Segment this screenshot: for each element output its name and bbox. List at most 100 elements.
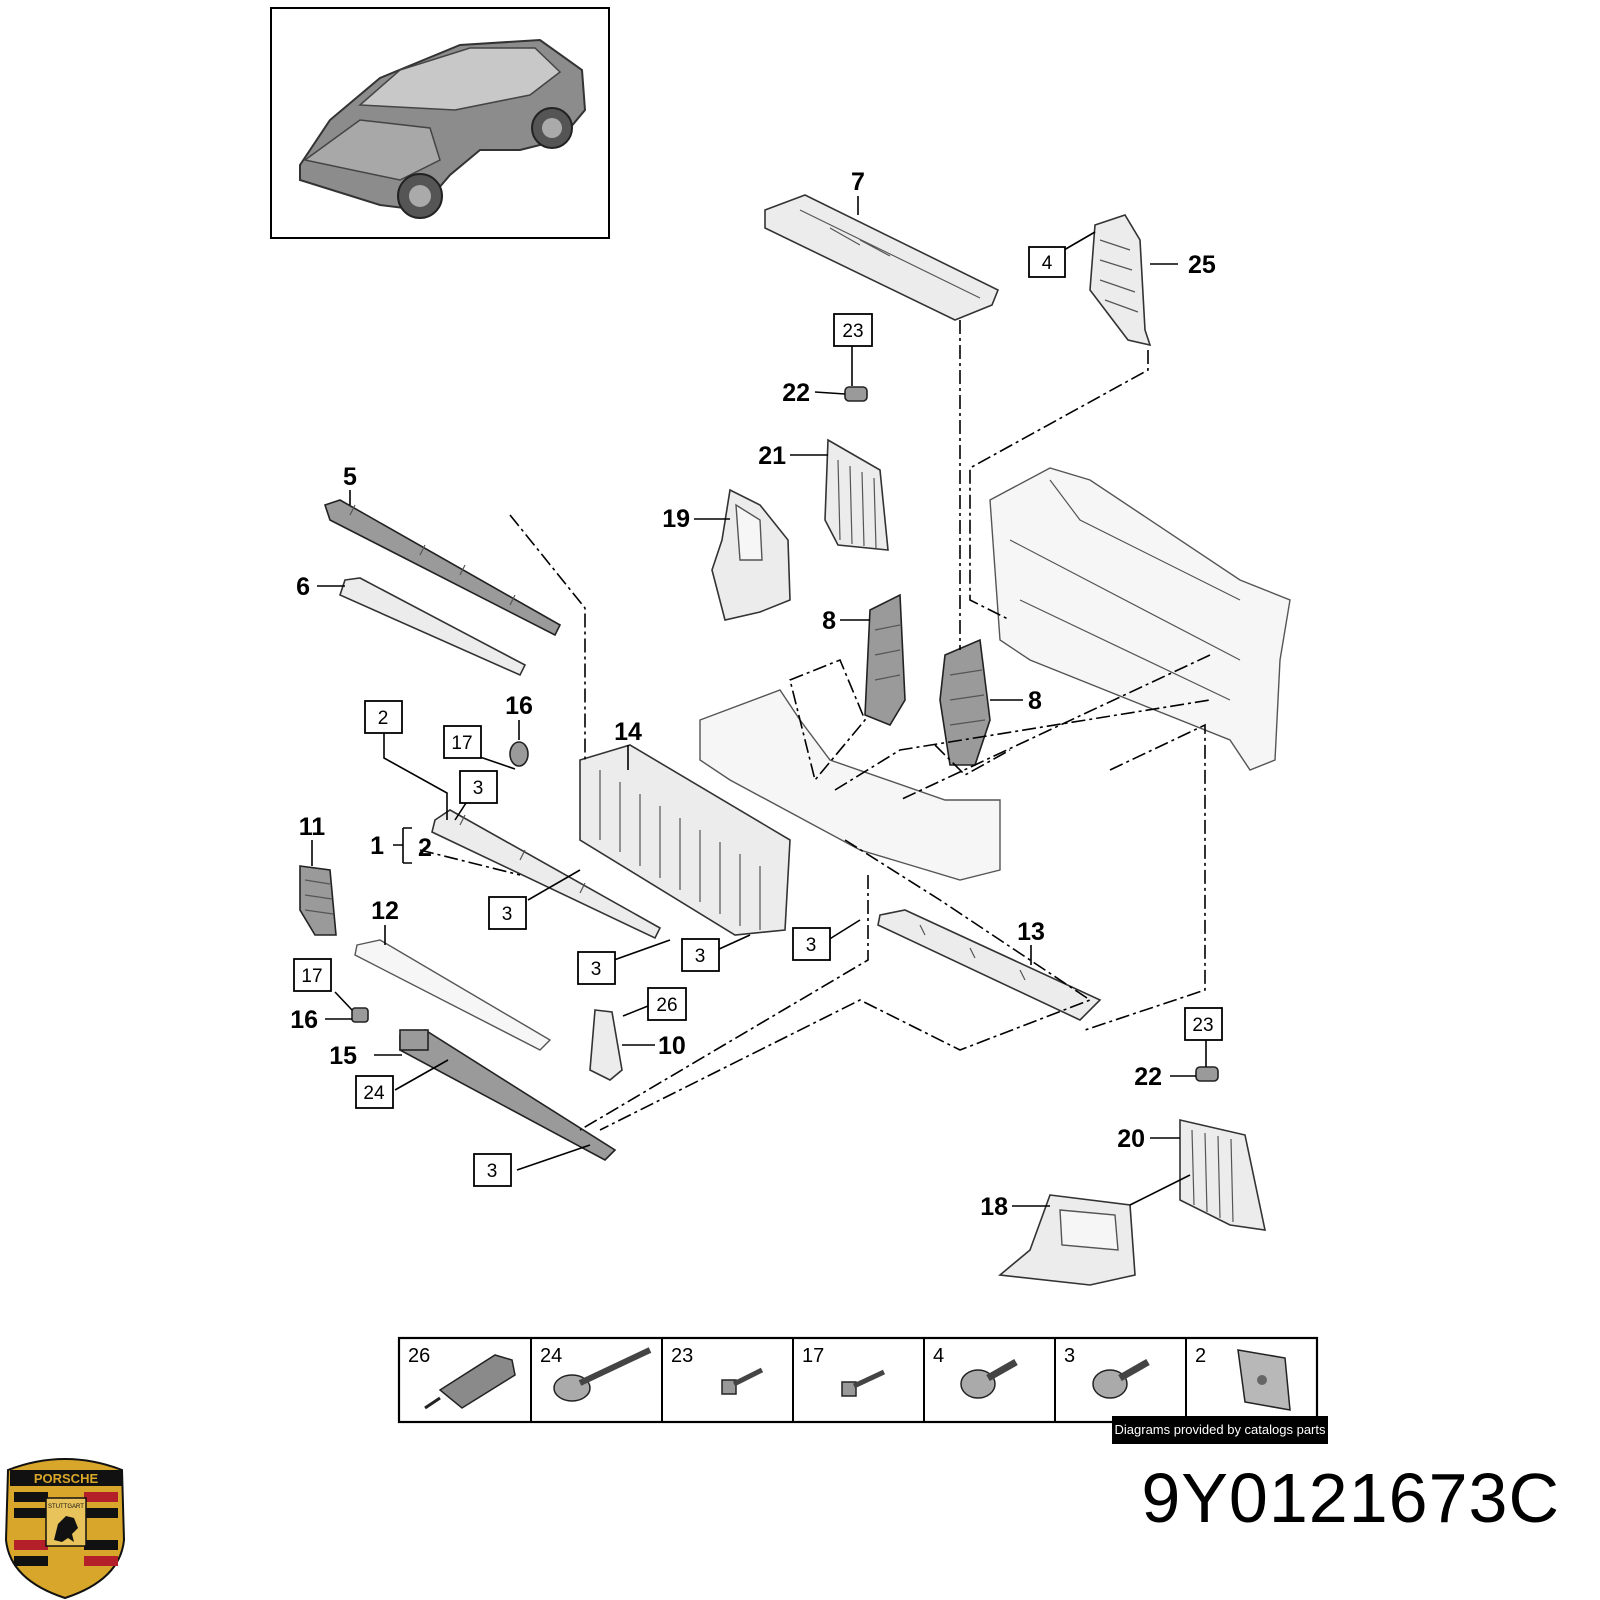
boxed-ref-3-a: 3 <box>459 770 498 804</box>
svg-text:3: 3 <box>502 904 513 925</box>
part-11-side-grille <box>299 865 337 936</box>
part-22-sensor-upper <box>844 386 868 402</box>
boxed-ref-23-lower: 23 <box>1184 1007 1223 1041</box>
part-8-air-guide-right <box>939 638 991 766</box>
clip-nut-icon <box>1237 1349 1291 1411</box>
boxed-ref-3-c: 3 <box>577 951 616 985</box>
boxed-ref-3-b: 3 <box>488 896 527 930</box>
assembly-dash-lines <box>419 320 1211 1131</box>
svg-text:3: 3 <box>473 778 484 799</box>
table-cell-2: 2 <box>1195 1345 1291 1411</box>
svg-text:23: 23 <box>671 1345 693 1367</box>
callout-5: 5 <box>343 463 357 491</box>
boxed-ref-17-lower: 17 <box>293 958 332 992</box>
callout-8-left: 8 <box>822 607 836 635</box>
boxed-references: 4 23 2 17 3 3 3 3 <box>293 246 1223 1187</box>
svg-text:3: 3 <box>1064 1345 1075 1367</box>
svg-text:STUTTGART: STUTTGART <box>48 1504 84 1510</box>
callout-21: 21 <box>758 442 786 470</box>
svg-text:3: 3 <box>695 946 706 967</box>
callout-12: 12 <box>371 897 399 925</box>
part-12-trim-strip <box>354 939 552 1051</box>
part-14-radiator-grille-shutter <box>579 744 791 936</box>
flange-screw-icon <box>1092 1358 1150 1399</box>
svg-text:17: 17 <box>301 966 322 987</box>
boxed-ref-3-e: 3 <box>792 927 831 961</box>
part-15-lower-bracket <box>399 1029 617 1161</box>
table-cell-26: 26 <box>408 1345 516 1410</box>
horse-icon <box>54 1516 78 1542</box>
callout-19: 19 <box>662 505 690 533</box>
callout-10: 10 <box>658 1032 686 1060</box>
callout-16-upper: 16 <box>505 692 533 720</box>
part-7-upper-air-guide <box>764 194 1000 321</box>
svg-text:3: 3 <box>806 935 817 956</box>
svg-text:2: 2 <box>1195 1345 1206 1367</box>
bolt-icon <box>841 1369 886 1397</box>
boxed-ref-3-d: 3 <box>681 938 720 972</box>
part-21-radiator-left <box>824 438 889 551</box>
svg-text:3: 3 <box>487 1161 498 1182</box>
svg-text:PORSCHE: PORSCHE <box>34 1471 99 1486</box>
bolt-icon <box>721 1367 764 1395</box>
svg-text:24: 24 <box>363 1083 385 1104</box>
svg-text:17: 17 <box>451 733 472 754</box>
part-25-side-bracket <box>1089 214 1152 347</box>
part-19-air-duct-left <box>711 488 791 621</box>
callout-1: 1 <box>370 832 384 860</box>
svg-text:2: 2 <box>378 708 389 729</box>
table-cell-24: 24 <box>540 1345 652 1402</box>
callout-7: 7 <box>851 168 865 196</box>
svg-text:3: 3 <box>591 959 602 980</box>
svg-text:24: 24 <box>540 1345 562 1367</box>
callout-6: 6 <box>296 573 310 601</box>
callout-13: 13 <box>1017 918 1045 946</box>
svg-text:23: 23 <box>1192 1015 1213 1036</box>
svg-text:26: 26 <box>408 1345 430 1367</box>
callout-22-upper: 22 <box>782 379 810 407</box>
callout-11: 11 <box>299 813 326 841</box>
svg-text:4: 4 <box>933 1345 944 1367</box>
table-cell-17: 17 <box>802 1345 886 1397</box>
diagram-credit: Diagrams provided by catalogs parts <box>1112 1416 1328 1444</box>
callout-25: 25 <box>1188 251 1216 279</box>
boxed-ref-26: 26 <box>647 987 687 1021</box>
part-22-sensor-lower <box>1195 1066 1219 1082</box>
part-20-radiator-right <box>1179 1118 1267 1231</box>
part-5-upper-bracket <box>323 499 562 637</box>
boxed-ref-3-f: 3 <box>473 1153 512 1187</box>
boxed-ref-24: 24 <box>355 1075 394 1109</box>
part-number: 9Y0121673C <box>1141 1459 1560 1537</box>
fastener-table: 26 24 23 17 <box>397 1336 1319 1424</box>
vehicle-thumbnail <box>270 7 610 239</box>
part-16-sensor-lower <box>351 1007 369 1023</box>
flange-screw-icon <box>960 1358 1018 1399</box>
callout-labels: 7 25 22 21 19 5 6 8 8 14 16 1 2 11 12 16… <box>290 168 1216 1221</box>
connector-icon <box>424 1354 516 1410</box>
part-8-air-guide-left <box>864 593 906 726</box>
callout-2: 2 <box>418 834 432 862</box>
part-18-air-duct-right <box>998 1194 1136 1286</box>
callout-20: 20 <box>1117 1125 1145 1153</box>
part-6-lower-bracket <box>339 577 527 677</box>
table-cell-4: 4 <box>933 1345 1018 1399</box>
boxed-ref-23-upper: 23 <box>833 313 873 347</box>
svg-text:4: 4 <box>1042 253 1053 274</box>
boxed-ref-17-upper: 17 <box>443 725 482 759</box>
svg-text:23: 23 <box>842 321 863 342</box>
boxed-ref-4: 4 <box>1028 246 1066 278</box>
callout-18: 18 <box>980 1193 1008 1221</box>
part-13-lower-air-guide <box>877 909 1102 1021</box>
part-10-side-piece <box>589 1009 623 1081</box>
crash-beam <box>699 689 1001 881</box>
callout-15: 15 <box>329 1042 357 1070</box>
callout-8-right: 8 <box>1028 687 1042 715</box>
svg-text:17: 17 <box>802 1345 824 1367</box>
svg-text:26: 26 <box>656 995 677 1016</box>
callout-14: 14 <box>614 718 642 746</box>
table-cell-23: 23 <box>671 1345 764 1395</box>
leader-lines <box>311 196 1207 1207</box>
part-16-sensor-upper <box>509 741 529 767</box>
long-bolt-icon <box>553 1347 652 1402</box>
